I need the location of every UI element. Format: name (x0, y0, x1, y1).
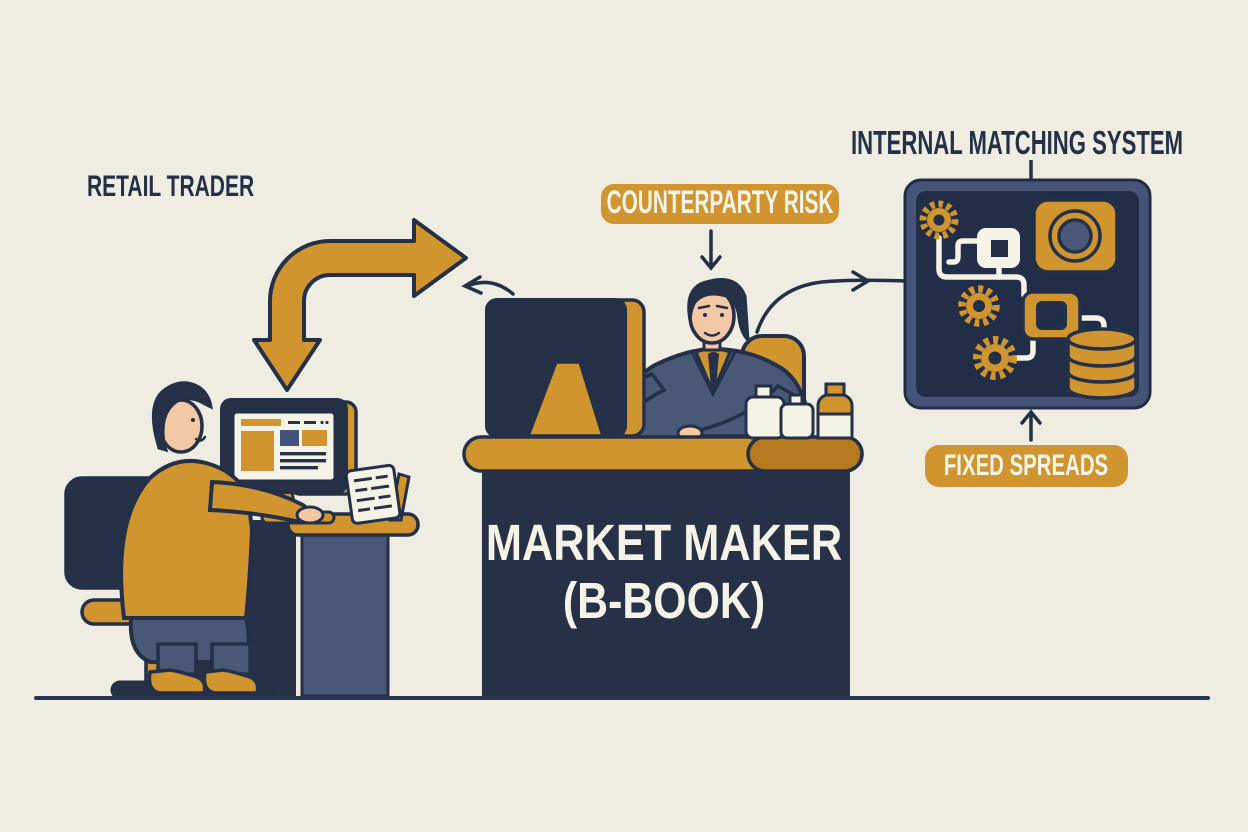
market-maker-scene: MARKET MAKER (B-BOOK) (462, 278, 864, 696)
counter-top-right (746, 435, 864, 473)
trader-hand (295, 505, 325, 525)
matching-system-panel (903, 160, 1152, 410)
market-maker-tie (708, 352, 719, 388)
database-icon (1066, 327, 1138, 400)
elbow-flow-arrow-icon (252, 218, 468, 392)
market-maker-desk (482, 468, 850, 696)
gear-icon (958, 285, 1000, 327)
trader-desk-leg (300, 532, 390, 698)
trader-shoe (202, 668, 260, 695)
curve-left-arrow-icon (461, 275, 515, 296)
badge-shape (925, 445, 1128, 487)
down-arrow-icon (700, 229, 722, 271)
badge-shape (601, 184, 839, 224)
bottles (744, 382, 854, 440)
suit-lapels (690, 351, 737, 398)
internal-matching-system-label: INTERNAL MATCHING SYSTEM (851, 125, 1183, 161)
trader-hair (151, 381, 213, 453)
counterparty-risk-badge: COUNTERPARTY RISK (601, 184, 839, 224)
retail-trader-label: RETAIL TRADER (87, 171, 254, 203)
up-arrow-icon (1020, 409, 1042, 442)
trader-receipt (344, 463, 411, 525)
chip-icon (1021, 290, 1082, 341)
node-icon (977, 228, 1020, 268)
counterparty-risk-text: COUNTERPARTY RISK (607, 185, 834, 221)
fixed-spreads-text: FIXED SPREADS (944, 449, 1108, 482)
curve-right-arrow-icon (755, 270, 910, 334)
retail-trader-figure (119, 381, 325, 695)
market-maker-monitor (485, 298, 646, 438)
lens-icon (1032, 198, 1119, 274)
circuit-trace-icon (936, 235, 1107, 361)
market-maker-title-line2: (B-BOOK) (563, 571, 765, 628)
fixed-spreads-badge: FIXED SPREADS (925, 445, 1128, 487)
trader-monitor (220, 398, 358, 496)
market-maker-title-line1: MARKET MAKER (486, 515, 842, 572)
trader-screen-content (241, 419, 329, 471)
gear-icon (973, 336, 1017, 380)
market-maker-hair (687, 278, 750, 344)
gear-icon (919, 200, 959, 240)
retail-trader-scene (64, 381, 420, 700)
